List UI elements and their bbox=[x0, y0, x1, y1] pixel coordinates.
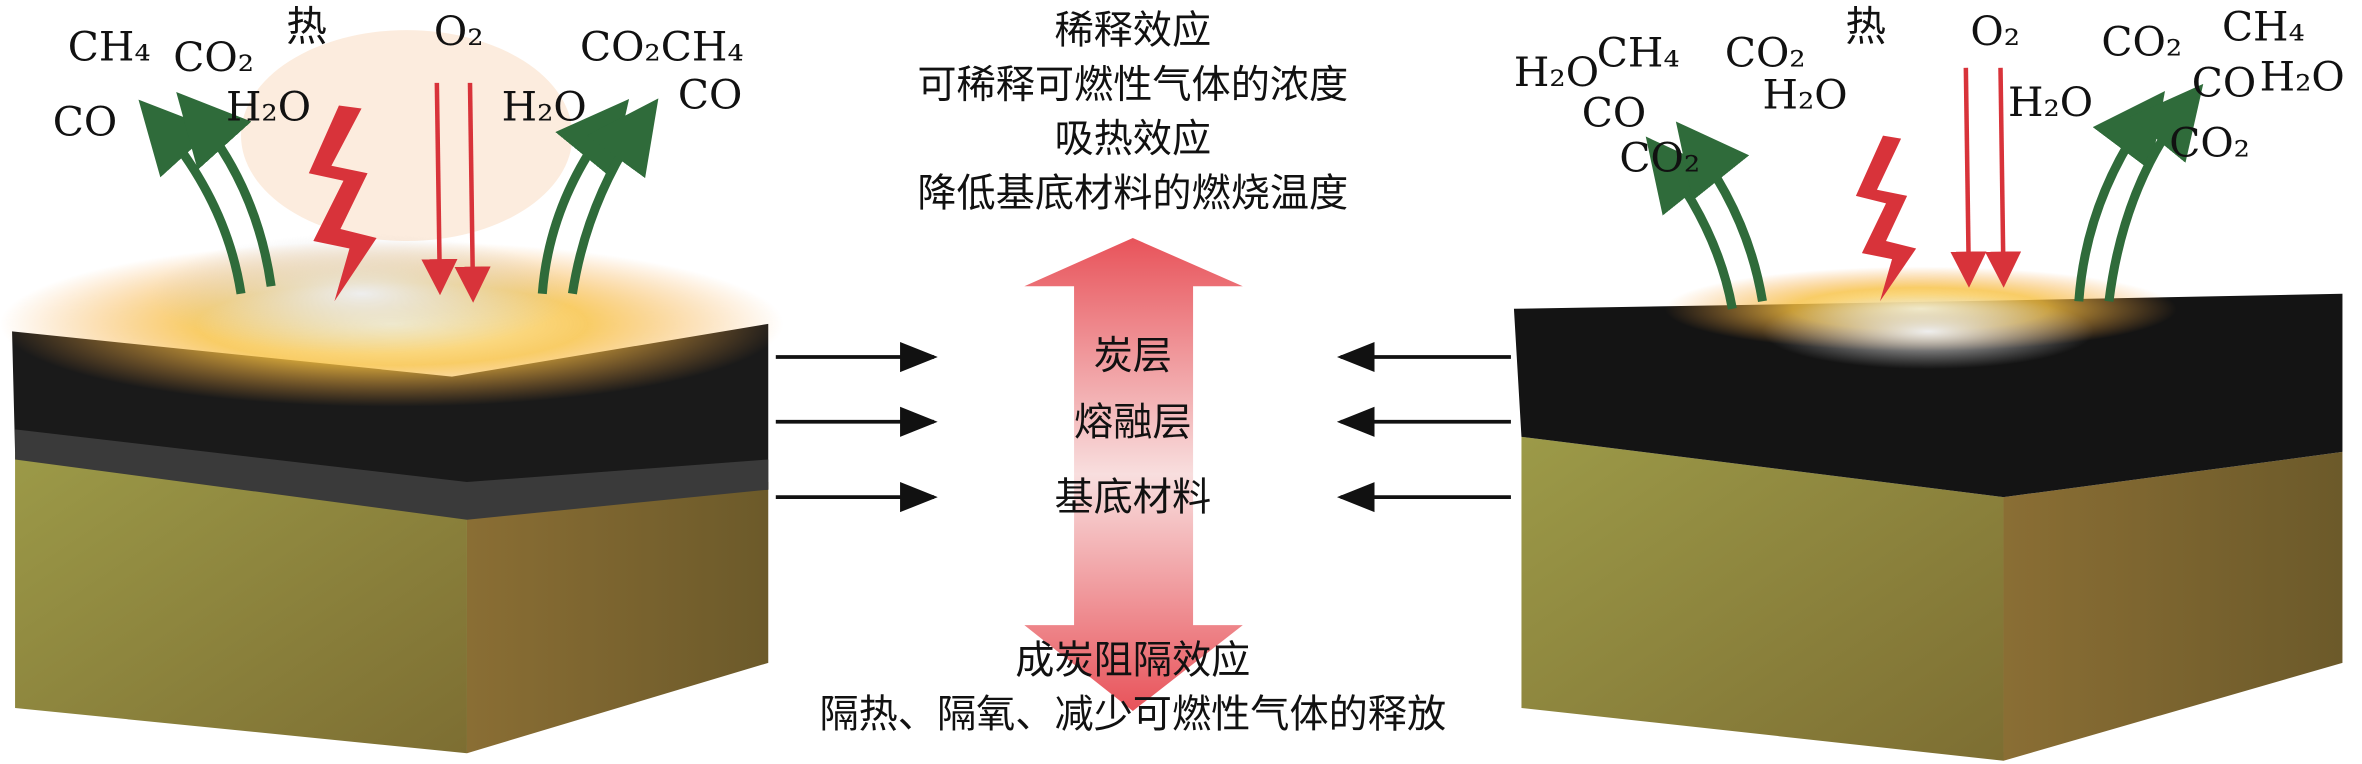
label-h2o: H₂O bbox=[501, 84, 587, 132]
dilution-desc: 可稀释可燃性气体的浓度 bbox=[917, 63, 1349, 109]
label-co: CO bbox=[2191, 60, 2257, 107]
label-o2: O₂ bbox=[1970, 9, 2021, 56]
label-o2: O₂ bbox=[433, 9, 484, 56]
label-ch4: CH₄ bbox=[67, 24, 151, 71]
label-co: CO bbox=[677, 72, 743, 120]
label-co2-ch4: CO₂CH₄ bbox=[579, 24, 744, 71]
label-h2o: H₂O bbox=[1513, 49, 1600, 97]
dilution-title: 稀释效应 bbox=[1054, 9, 1212, 55]
endothermic-title: 吸热效应 bbox=[1054, 117, 1212, 163]
right-material-block bbox=[1513, 266, 2343, 761]
label-co2: CO₂ bbox=[1724, 30, 1806, 77]
label-heat: 热 bbox=[1845, 4, 1887, 52]
heat-lightning-icon bbox=[1855, 135, 1917, 302]
label-h2o: H₂O bbox=[2259, 54, 2345, 101]
layer-pointer-arrows bbox=[775, 341, 1511, 513]
layer-melt-label: 熔融层 bbox=[1074, 400, 1192, 446]
label-ch4: CH₄ bbox=[2221, 4, 2305, 52]
endothermic-desc: 降低基底材料的燃烧温度 bbox=[917, 171, 1349, 217]
label-co2: CO₂ bbox=[2101, 19, 2183, 67]
heat-lightning-icon bbox=[308, 105, 377, 302]
left-material-block bbox=[0, 30, 784, 754]
effects-double-arrow bbox=[1024, 238, 1243, 712]
label-co: CO bbox=[52, 99, 118, 147]
label-co2: CO₂ bbox=[2169, 120, 2250, 168]
label-co2: CO₂ bbox=[173, 34, 255, 82]
label-h2o: H₂O bbox=[2008, 79, 2094, 127]
layer-substrate-label: 基底材料 bbox=[1054, 476, 1212, 522]
layer-char-label: 炭层 bbox=[1093, 334, 1172, 380]
label-co: CO bbox=[1581, 90, 1647, 138]
label-ch4: CH₄ bbox=[1596, 30, 1680, 77]
gas-release-arrows bbox=[138, 83, 2204, 310]
barrier-desc: 隔热、隔氧、减少可燃性气体的释放 bbox=[819, 692, 1447, 739]
label-h2o: H₂O bbox=[225, 84, 312, 132]
label-co2: CO₂ bbox=[1619, 135, 1701, 183]
oxygen-arrows bbox=[421, 67, 2022, 303]
label-heat: 热 bbox=[286, 4, 327, 52]
barrier-title: 成炭阻隔效应 bbox=[1015, 638, 1251, 684]
label-h2o: H₂O bbox=[1762, 72, 1848, 120]
